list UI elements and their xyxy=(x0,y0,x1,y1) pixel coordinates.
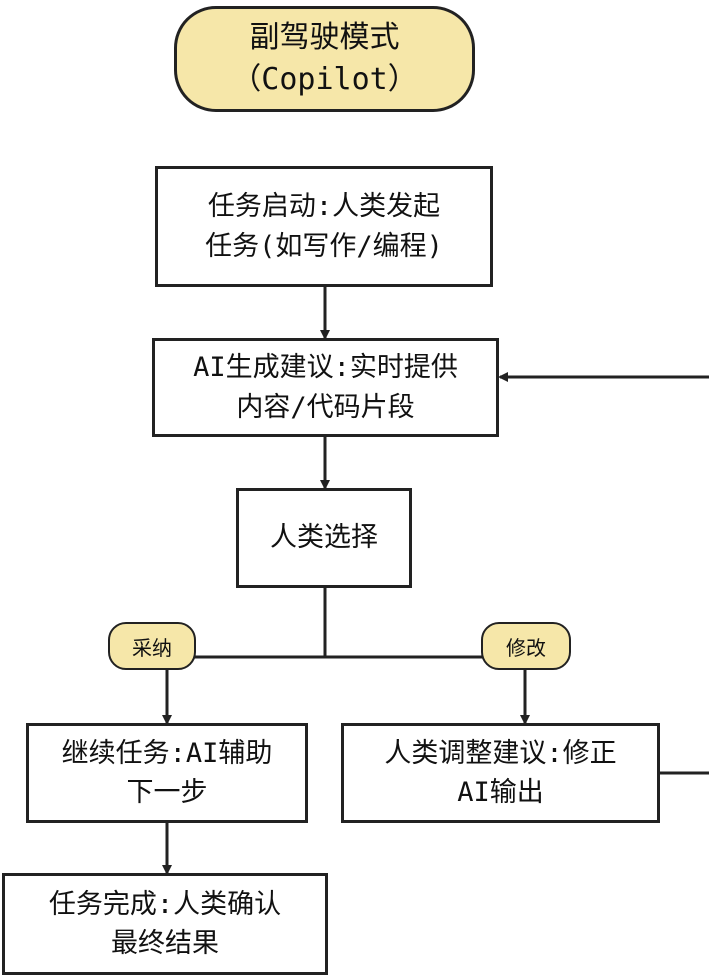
node-ai-suggest-line-1: AI生成建议:实时提供 xyxy=(193,352,458,384)
node-task-finish: 任务完成:人类确认 最终结果 xyxy=(2,873,328,975)
title-line-1: 副驾驶模式 xyxy=(249,20,400,55)
node-task-start: 任务启动:人类发起 任务(如写作/编程) xyxy=(155,166,493,287)
node-ai-suggest-line-2: 内容/代码片段 xyxy=(236,391,415,423)
node-task-finish-line-2: 最终结果 xyxy=(110,928,219,959)
node-continue-task-line-1: 继续任务:AI辅助 xyxy=(61,737,273,769)
node-continue-task: 继续任务:AI辅助 下一步 xyxy=(26,723,308,823)
node-human-adjust-line-1: 人类调整建议:修正 xyxy=(384,737,617,769)
node-human-adjust: 人类调整建议:修正 AI输出 xyxy=(341,723,660,823)
node-task-start-line-2: 任务(如写作/编程) xyxy=(205,230,443,262)
node-human-adjust-line-2: AI输出 xyxy=(457,777,544,808)
edge-label-accept: 采纳 xyxy=(108,622,196,670)
node-continue-task-line-2: 下一步 xyxy=(126,777,208,808)
node-task-finish-line-1: 任务完成:人类确认 xyxy=(48,888,282,920)
node-human-choose: 人类选择 xyxy=(236,488,412,588)
node-task-start-line-1: 任务启动:人类发起 xyxy=(207,191,441,223)
node-ai-suggest: AI生成建议:实时提供 内容/代码片段 xyxy=(152,338,499,437)
title-line-2: （Copilot） xyxy=(231,62,418,97)
node-human-choose-line-1: 人类选择 xyxy=(270,522,378,554)
title-node: 副驾驶模式 （Copilot） xyxy=(174,6,475,112)
edge-label-modify: 修改 xyxy=(481,622,571,670)
